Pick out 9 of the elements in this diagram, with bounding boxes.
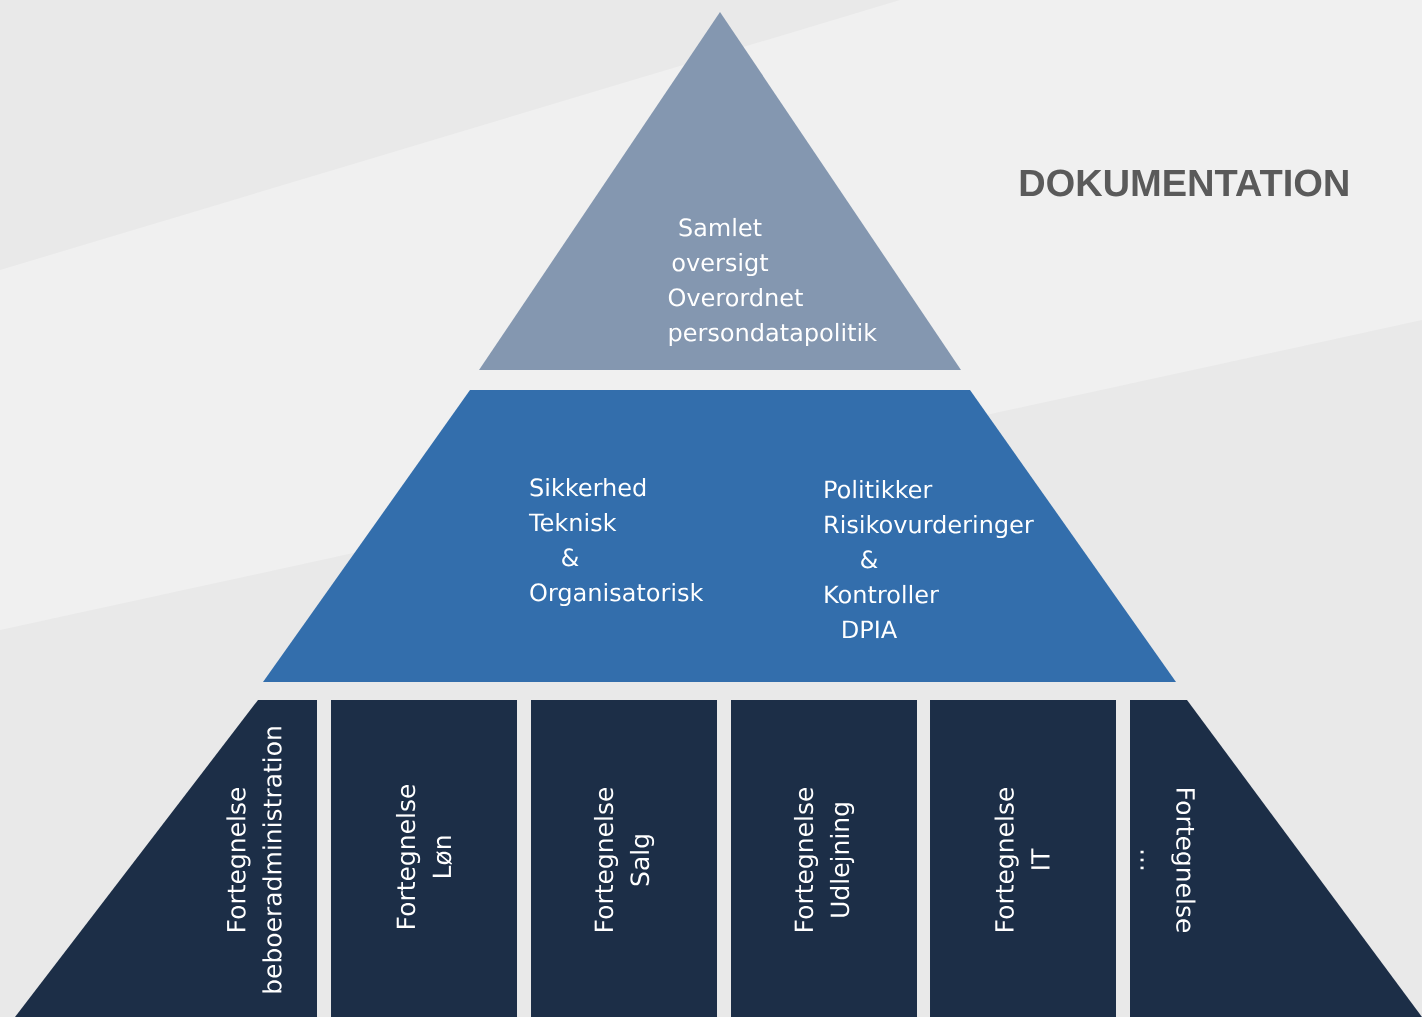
register-box: Fortegnelse Salg: [531, 700, 717, 1017]
register-box: Fortegnelse beboeradministration: [15, 700, 317, 1017]
register-box: Fortegnelse ...: [1130, 700, 1422, 1017]
register-box: Fortegnelse Udlejning: [731, 700, 917, 1017]
register-box: Fortegnelse Løn: [331, 700, 517, 1017]
slide-title: DOKUMENTATION: [1020, 169, 1348, 197]
pyramid-middle-band: Sikkerhed Teknisk & Organisatorisk Politikker Risikovurderinger & Kontroller DPIA: [263, 390, 1176, 682]
pyramid-top-triangle: Samlet oversigt Overordnet persondatapolitik: [479, 12, 961, 370]
register-box: Fortegnelse IT: [930, 700, 1116, 1017]
